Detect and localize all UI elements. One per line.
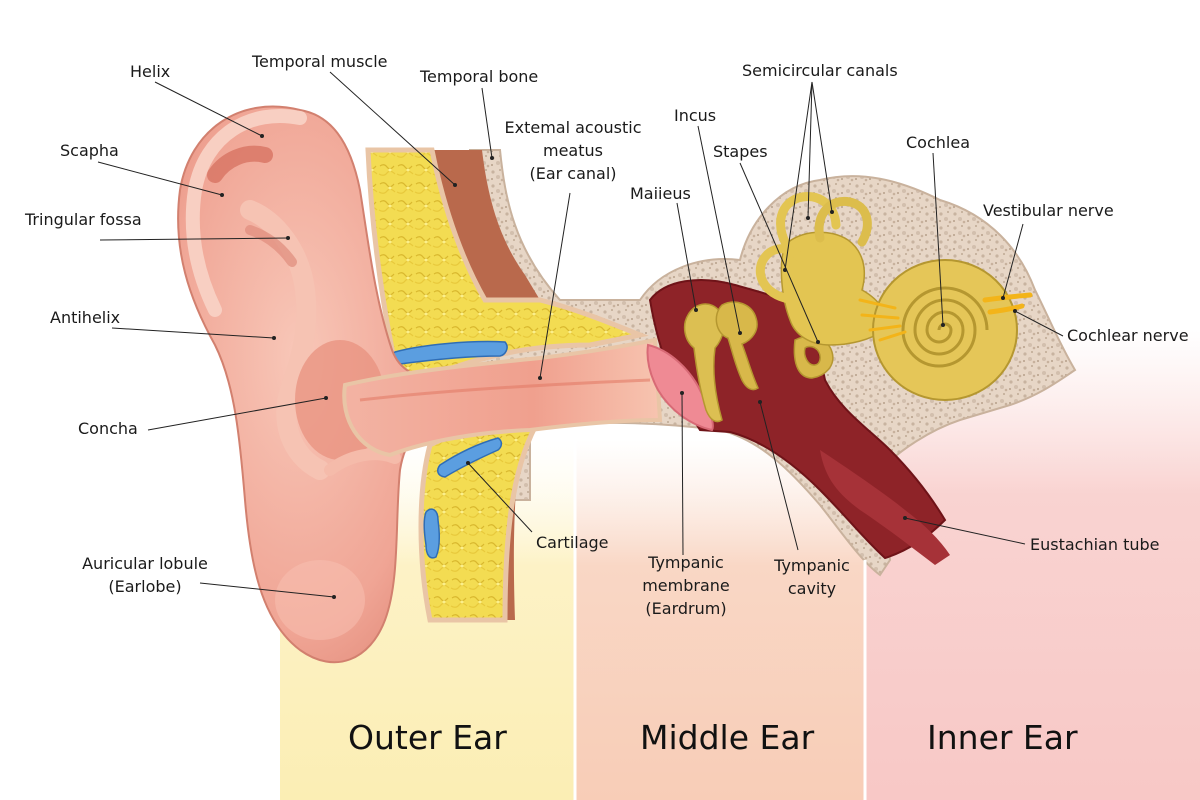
upper-cartilage-block	[365, 147, 649, 392]
label-external-meatus-line-3: (Ear canal)	[529, 164, 617, 183]
ear-canal-center	[359, 378, 651, 402]
region-title-middle-ear: Middle Ear	[640, 718, 815, 757]
region-title-outer-ear: Outer Ear	[348, 718, 507, 757]
label-tympanic-cavity: Tympanic cavity	[762, 554, 862, 600]
cochlea-shell	[872, 259, 1018, 401]
label-external-meatus-line-2: meatus	[543, 141, 603, 160]
region-title-inner-ear: Inner Ear	[927, 718, 1078, 757]
label-external-meatus-line-1: Extemal acoustic	[504, 118, 642, 137]
label-temporal-muscle: Temporal muscle	[252, 52, 388, 71]
vestibular-nerve-shape	[982, 292, 1033, 303]
cochlear-nerve-shape	[987, 303, 1025, 315]
incus-shape	[715, 301, 759, 391]
antihelix-ridge	[240, 200, 330, 480]
scapha-groove	[207, 145, 273, 183]
label-tympanic-membrane: Tympanic membrane (Eardrum)	[626, 551, 746, 620]
triangular-fossa-shade	[245, 225, 297, 267]
label-earlobe-line-1: Auricular lobule	[82, 554, 208, 573]
label-earlobe: Auricular lobule (Earlobe)	[70, 552, 220, 598]
label-tympanic-membrane-line-1: Tympanic	[648, 553, 724, 572]
label-cochlear-nerve: Cochlear nerve	[1067, 326, 1189, 345]
label-stapes: Stapes	[713, 142, 768, 161]
inner-ear-structures	[755, 192, 1033, 401]
temporal-muscle-shape	[432, 150, 540, 300]
helix-rim	[185, 108, 307, 317]
label-cochlea: Cochlea	[906, 133, 970, 152]
label-external-meatus: Extemal acoustic meatus (Ear canal)	[498, 116, 648, 185]
label-tympanic-membrane-line-3: (Eardrum)	[645, 599, 727, 618]
blue-cartilage-lower-1	[436, 437, 503, 478]
nerve-fibers	[858, 298, 907, 342]
label-vestibular-nerve: Vestibular nerve	[983, 201, 1114, 220]
label-triangular-fossa: Tringular fossa	[25, 210, 142, 229]
label-tympanic-cavity-line-2: cavity	[787, 579, 837, 598]
label-helix: Helix	[130, 62, 171, 81]
label-tympanic-cavity-line-1: Tympanic	[774, 556, 850, 575]
ear-canal	[342, 337, 663, 458]
earlobe-shade	[275, 560, 365, 640]
cochlea-spiral	[901, 286, 989, 368]
label-incus: Incus	[674, 106, 717, 125]
label-temporal-bone: Temporal bone	[420, 67, 539, 86]
label-concha: Concha	[78, 419, 138, 438]
eardrum-shape	[646, 343, 714, 432]
label-malleus: Maiieus	[630, 184, 691, 203]
label-antihelix: Antihelix	[50, 308, 121, 327]
label-tympanic-membrane-line-2: membrane	[642, 576, 730, 595]
label-semicircular-canals: Semicircular canals	[742, 61, 898, 80]
semicircular-canal-2	[814, 196, 872, 247]
eustachian-tube-shape	[820, 450, 950, 565]
label-eustachian-tube: Eustachian tube	[1030, 535, 1160, 554]
label-earlobe-line-2: (Earlobe)	[108, 577, 182, 596]
anchor-dots	[220, 134, 1017, 599]
blue-cartilage-lower-2	[423, 508, 441, 559]
leader-lines	[97, 71, 1064, 598]
ossicles	[683, 301, 834, 423]
label-scapha: Scapha	[60, 141, 119, 160]
label-cartilage: Cartilage	[536, 533, 609, 552]
